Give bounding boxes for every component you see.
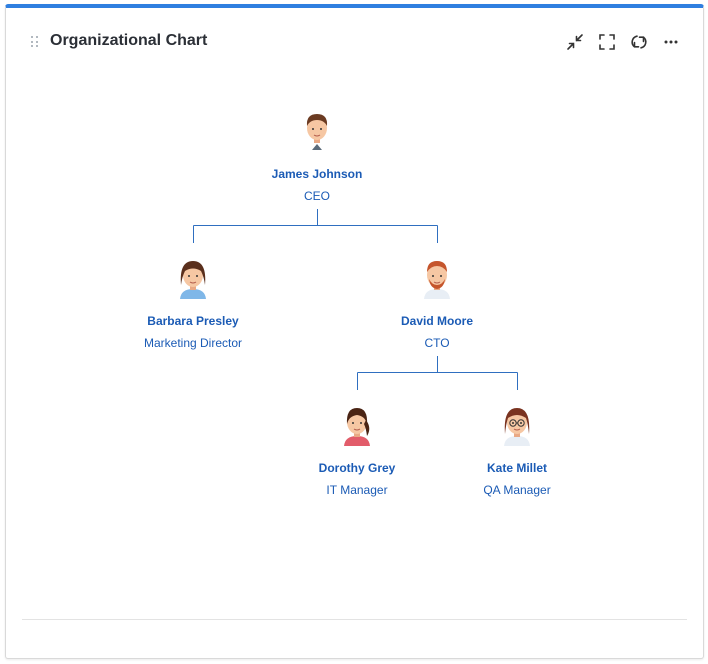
more-button[interactable]: [661, 32, 681, 52]
fullscreen-button[interactable]: [597, 32, 617, 52]
org-node-role: CTO: [424, 336, 450, 350]
org-node-role: IT Manager: [326, 483, 388, 497]
male-avatar-brown-hair-icon: [304, 114, 330, 152]
org-chart-widget: Organizational Chart: [5, 4, 704, 659]
org-node-name: Dorothy Grey: [318, 461, 396, 475]
org-node-role: Marketing Director: [143, 336, 243, 350]
male-avatar-red-beard-icon: [424, 261, 450, 299]
refresh-icon: [631, 35, 647, 49]
org-node-name: David Moore: [400, 314, 473, 328]
footer-divider: [22, 619, 687, 620]
org-node-dorothy[interactable]: Dorothy Grey IT Manager: [277, 402, 437, 497]
org-node-role: QA Manager: [483, 483, 551, 497]
more-icon: [664, 40, 678, 44]
org-node-name: Kate Millet: [486, 461, 547, 475]
drag-handle-icon[interactable]: [31, 36, 39, 48]
widget-header: Organizational Chart: [6, 8, 703, 72]
female-avatar-ponytail-icon: [344, 408, 370, 446]
widget-title: Organizational Chart: [50, 32, 208, 49]
org-node-kate[interactable]: Kate Millet QA Manager: [437, 402, 597, 497]
female-avatar-brown-hair-icon: [180, 261, 206, 299]
fullscreen-icon: [599, 34, 615, 50]
widget-toolbar: [565, 32, 681, 52]
collapse-icon: [567, 34, 583, 50]
collapse-button[interactable]: [565, 32, 585, 52]
refresh-button[interactable]: [629, 32, 649, 52]
org-chart-links: [193, 209, 518, 390]
org-node-name: James Johnson: [271, 167, 363, 181]
org-node-role: CEO: [303, 189, 330, 203]
org-node-name: Barbara Presley: [147, 314, 239, 328]
female-avatar-glasses-icon: [504, 408, 530, 446]
